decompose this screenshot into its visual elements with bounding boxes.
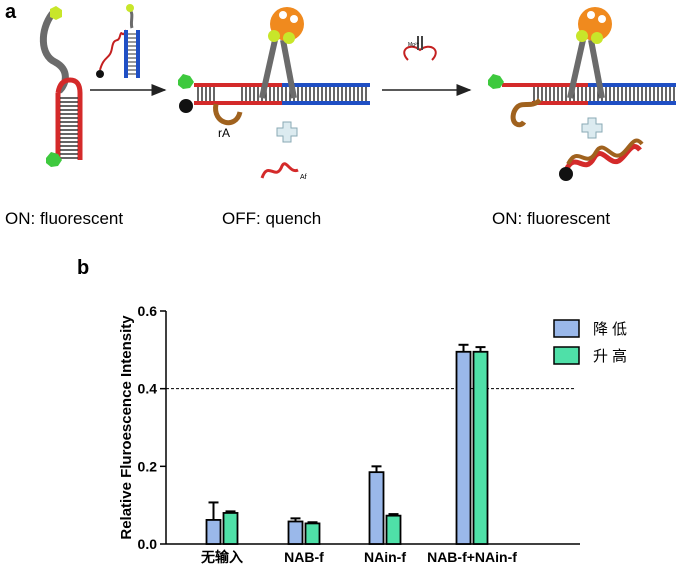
reagent-strand — [96, 4, 140, 78]
hairpin-probe-on — [39, 6, 83, 167]
bar-series2 — [472, 350, 489, 545]
state-label-on-2: ON: fluorescent — [492, 209, 610, 228]
bar-series1 — [205, 519, 222, 545]
blue-strand-top-2 — [282, 83, 370, 87]
y-tick-label: 0.2 — [138, 458, 158, 474]
quencher-head-1 — [50, 6, 62, 20]
linker-strand-1 — [39, 10, 69, 94]
y-tick-label: 0.6 — [138, 303, 158, 319]
state-label-on-1: ON: fluorescent — [5, 209, 123, 228]
ra-label-2: rA — [218, 126, 230, 140]
quencher-dot-2 — [179, 99, 193, 113]
bar-series2 — [385, 514, 402, 545]
panel-a-label: a — [5, 1, 17, 23]
bar-series2 — [222, 512, 239, 545]
x-tick-label: NAin-f — [364, 549, 406, 565]
x-tick-label: NAB-f+NAin-f — [427, 549, 517, 565]
red-strand-bottom-2 — [194, 101, 282, 105]
released-quencher-dot — [559, 167, 573, 181]
linker-right-2 — [280, 39, 297, 99]
released-red-strand — [563, 144, 642, 172]
legend-label: 降低 — [593, 321, 631, 338]
y-tick-label: 0.4 — [138, 381, 158, 397]
y-axis-label: Relative Fluroescence Intensity — [118, 315, 135, 540]
enzyme-strand-3 — [510, 98, 542, 128]
quencher-head-3a — [576, 30, 588, 42]
mg-enzyme-loop — [403, 45, 437, 61]
quencher-head-2a — [268, 30, 280, 42]
bar-series1 — [287, 520, 304, 545]
state-label-off: OFF: quench — [222, 209, 321, 228]
x-tick-label: NAB-f — [284, 549, 324, 565]
linker-right-3 — [588, 39, 605, 99]
nanoparticle-spot-3a — [587, 11, 595, 19]
reagent-quencher-dot — [96, 70, 104, 78]
x-tick-label: 无输入 — [200, 549, 243, 565]
nanoparticle-spot-2b — [290, 15, 298, 23]
duplex-complex-off: rA Af — [178, 7, 370, 181]
blue-strand-top-3 — [588, 83, 676, 87]
reagent-head — [126, 4, 134, 12]
bar-series2 — [304, 522, 321, 545]
legend-swatch — [553, 346, 580, 365]
quencher-head-3b — [591, 32, 603, 44]
legend-label: 升高 — [593, 348, 631, 365]
hairpin-stem-1 — [55, 77, 83, 160]
mg-label: Mg²⁺ — [408, 42, 420, 48]
red-strand-top-2 — [194, 83, 282, 87]
af-label-2: Af — [300, 174, 307, 181]
quencher-head-2b — [283, 32, 295, 44]
linker-left-3 — [567, 39, 586, 99]
linker-left-2 — [259, 39, 278, 99]
red-strand-top-3 — [502, 83, 588, 87]
panel-b-label: b — [77, 257, 89, 279]
blue-strand-bottom-2 — [282, 101, 370, 105]
panel-a: a rA — [5, 1, 676, 228]
reagent-red-strand — [99, 29, 127, 71]
duplex-complex-on — [488, 7, 676, 181]
blue-strand-bottom-3 — [588, 101, 676, 105]
fluorophore-3 — [488, 74, 504, 89]
bar-series1 — [455, 350, 472, 545]
af-strand-2 — [260, 162, 299, 179]
enzyme-loop-2 — [213, 103, 243, 126]
nanoparticle-spot-2a — [279, 11, 287, 19]
plus-cross-2 — [276, 121, 298, 143]
fluorophore-1 — [46, 152, 62, 167]
reagent-linker — [128, 8, 134, 29]
reagent-blue-1 — [124, 30, 128, 78]
nanoparticle-spot-3b — [598, 15, 606, 23]
reagent-blue-2 — [136, 30, 140, 78]
y-tick-label: 0.0 — [138, 536, 158, 552]
bar-series1 — [368, 471, 385, 545]
plus-cross-3 — [581, 117, 603, 139]
red-strand-bottom-3 — [532, 101, 588, 105]
fluorophore-2 — [178, 74, 194, 89]
legend-swatch — [553, 319, 580, 338]
mg-enzyme-icon: Mg²⁺ — [403, 36, 437, 61]
released-brown-strand — [566, 138, 644, 166]
